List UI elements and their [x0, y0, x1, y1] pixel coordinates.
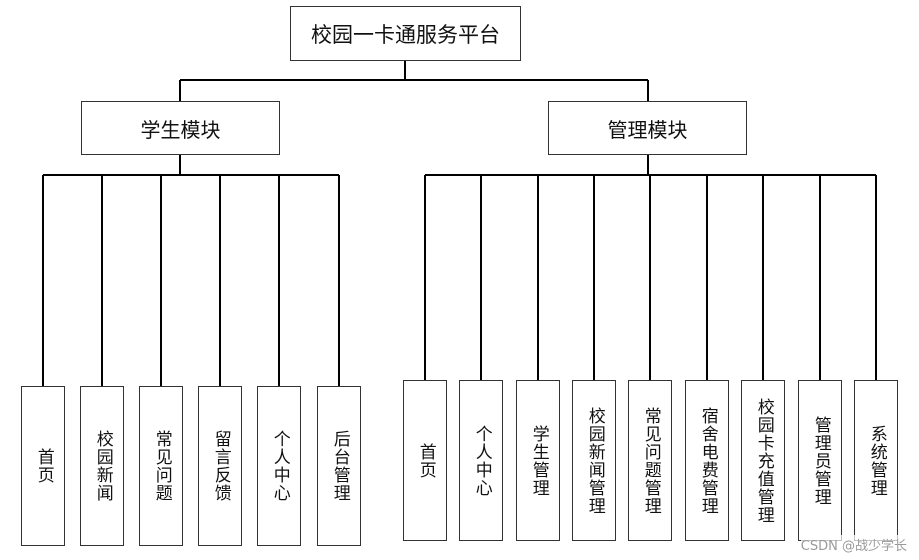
leaf-node: 常见问题管理	[628, 380, 672, 541]
leaf-node-label: 首页	[33, 448, 54, 484]
leaf-node: 后台管理	[317, 386, 361, 546]
leaf-node: 系统管理	[854, 380, 898, 541]
leaf-node: 校园卡充值管理	[741, 380, 785, 541]
root-node: 校园一卡通服务平台	[290, 6, 521, 61]
leaf-node: 个人中心	[257, 386, 301, 546]
leaf-node: 校园新闻管理	[572, 380, 616, 541]
leaf-node: 宿舍电费管理	[685, 380, 729, 541]
leaf-node: 首页	[403, 380, 447, 541]
leaf-node-label: 校园卡充值管理	[753, 397, 774, 524]
leaf-node-label: 个人中心	[471, 424, 492, 497]
leaf-node: 留言反馈	[198, 386, 242, 546]
leaf-node-label: 留言反馈	[210, 430, 231, 502]
leaf-node-label: 宿舍电费管理	[697, 406, 718, 515]
leaf-node: 校园新闻	[80, 386, 124, 546]
watermark: CSDN @战少学长	[800, 535, 907, 554]
leaf-node-label: 后台管理	[329, 430, 350, 502]
module-node-admin: 管理模块	[548, 101, 747, 155]
leaf-node: 常见问题	[139, 386, 183, 546]
root-node-label: 校园一卡通服务平台	[311, 22, 500, 47]
leaf-node-label: 常见问题管理	[640, 406, 661, 515]
leaf-node-label: 首页	[415, 442, 436, 479]
leaf-node: 个人中心	[459, 380, 503, 541]
leaf-node: 管理员管理	[798, 380, 842, 541]
leaf-node: 首页	[21, 386, 65, 546]
leaf-node-label: 管理员管理	[810, 415, 831, 506]
leaf-node-label: 校园新闻管理	[584, 406, 605, 515]
module-node-student: 学生模块	[81, 101, 280, 155]
leaf-node-label: 校园新闻	[92, 430, 113, 502]
leaf-node-label: 个人中心	[269, 430, 290, 502]
leaf-node-label: 学生管理	[528, 424, 549, 497]
module-node-label: 管理模块	[607, 117, 688, 142]
leaf-node-label: 系统管理	[866, 424, 887, 497]
leaf-node-label: 常见问题	[151, 430, 172, 502]
leaf-node: 学生管理	[516, 380, 560, 541]
module-node-label: 学生模块	[140, 117, 221, 142]
